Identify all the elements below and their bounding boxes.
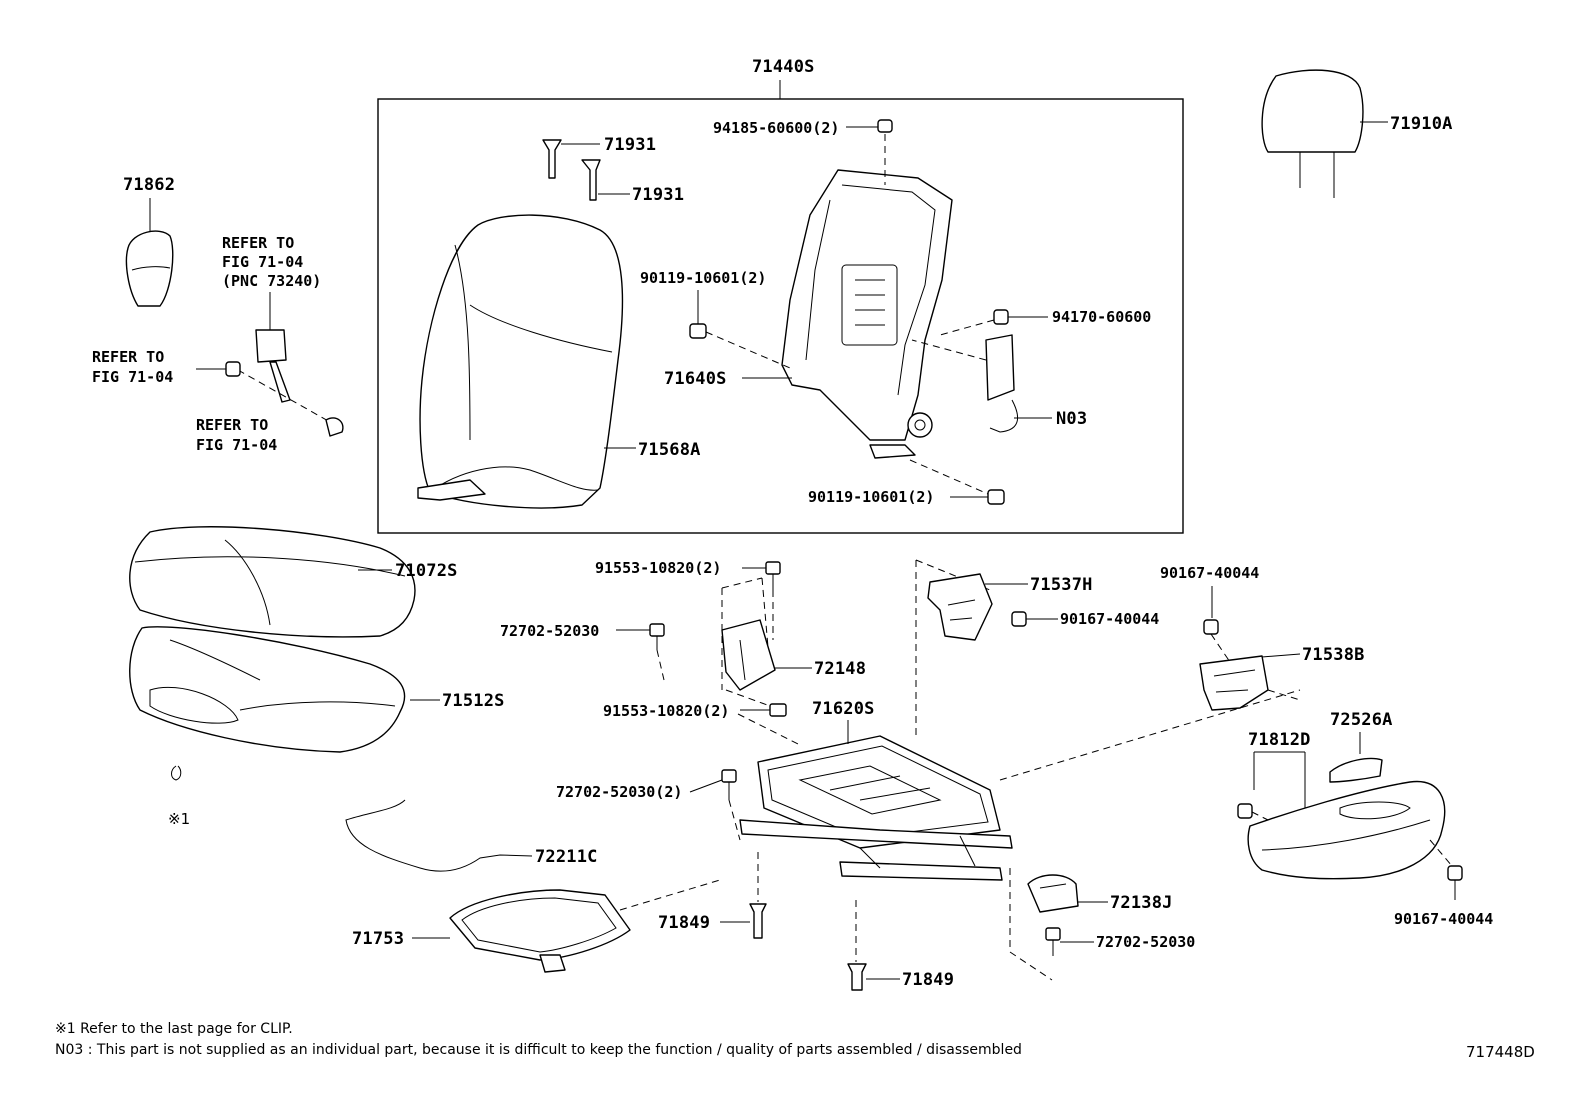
- label-71931-lower: 71931: [632, 185, 684, 205]
- cushion-pad-71512S: [129, 626, 440, 753]
- label-94185-60600: 94185-60600(2): [713, 119, 839, 137]
- label-91553-10820-lower: 91553-10820(2): [603, 702, 729, 720]
- label-71849-a: 71849: [658, 913, 710, 933]
- label-71753: 71753: [352, 929, 404, 949]
- clip-mark-label: ※1: [168, 810, 190, 828]
- bolt-72702-52030-c: [1045, 927, 1094, 956]
- knob-72526A: [1329, 732, 1383, 783]
- bracket-71537H: [915, 559, 1028, 641]
- seatback-frame-71640S: [742, 169, 953, 459]
- lower-refer-line2: FIG 71-04: [196, 436, 277, 454]
- pin-71849-b: [847, 900, 900, 991]
- seat-belt-buckle: [237, 292, 344, 437]
- label-90119-10601-lower: 90119-10601(2): [808, 488, 934, 506]
- bolt-90119-10601-upper: [689, 290, 791, 369]
- label-90167-40044-a: 90167-40044: [1060, 610, 1159, 628]
- label-71440S: 71440S: [752, 57, 815, 77]
- bolt-72702-52030-b: [689, 769, 741, 841]
- bracket-72148: [721, 577, 812, 691]
- label-72702-52030-b: 72702-52030(2): [556, 783, 682, 801]
- label-71620S: 71620S: [812, 699, 875, 719]
- left-refer-line2: FIG 71-04: [92, 368, 173, 386]
- refer-nut-left: [196, 361, 241, 377]
- seat-track-71620S: [737, 560, 1301, 881]
- label-71640S: 71640S: [664, 369, 727, 389]
- label-90167-40044-b: 90167-40044: [1160, 564, 1259, 582]
- tray-71753: [412, 879, 721, 973]
- label-72148: 72148: [814, 659, 866, 679]
- label-72526A: 72526A: [1330, 710, 1393, 730]
- label-72138J: 72138J: [1110, 893, 1173, 913]
- label-72702-52030-a: 72702-52030: [500, 622, 599, 640]
- label-72211C: 72211C: [535, 847, 598, 867]
- label-N03: N03: [1056, 409, 1087, 429]
- nut-94185-60600: [846, 119, 893, 185]
- cushion-cover-71072S: [129, 526, 416, 638]
- label-71931-upper: 71931: [604, 135, 656, 155]
- label-71537H: 71537H: [1030, 575, 1093, 595]
- nut-94170-60600: [939, 309, 1048, 336]
- seatback-cover-71568A: [417, 214, 636, 509]
- label-72702-52030-c: 72702-52030: [1096, 933, 1195, 951]
- bolt-91553-10820-upper: [742, 561, 781, 640]
- clip-71931-lower: [581, 159, 630, 201]
- wire-72211C: [345, 799, 533, 872]
- headrest-71910A: [1261, 69, 1388, 198]
- side-cover-71812D: [1237, 751, 1446, 880]
- lower-refer-line1: REFER TO: [196, 416, 268, 434]
- footnote-clip: ※1 Refer to the last page for CLIP.: [55, 1021, 293, 1037]
- label-71538B: 71538B: [1302, 645, 1365, 665]
- label-71512S: 71512S: [442, 691, 505, 711]
- label-90167-40044-c: 90167-40044: [1394, 910, 1493, 928]
- bolt-72702-52030-a: [616, 623, 665, 681]
- label-71568A: 71568A: [638, 440, 701, 460]
- label-71812D: 71812D: [1248, 730, 1311, 750]
- clip-marker: [171, 765, 182, 781]
- label-91553-10820-upper: 91553-10820(2): [595, 559, 721, 577]
- label-90119-10601-upper: 90119-10601(2): [640, 269, 766, 287]
- pin-71849-a: [720, 852, 767, 939]
- clip-71931-upper: [542, 139, 600, 179]
- bolt-91553-10820-lower: [725, 689, 787, 717]
- left-refer-line1: REFER TO: [92, 348, 164, 366]
- label-94170-60600: 94170-60600: [1052, 308, 1151, 326]
- label-71072S: 71072S: [395, 561, 458, 581]
- belt-refer-line2: FIG 71-04: [222, 253, 303, 271]
- bolt-90167-40044-c: [1429, 839, 1463, 900]
- cover-71862: [125, 198, 174, 307]
- bolt-90167-40044-b: [1203, 586, 1231, 663]
- bolt-90119-10601-lower: [909, 459, 1005, 505]
- belt-refer-line1: REFER TO: [222, 234, 294, 252]
- label-71849-b: 71849: [902, 970, 954, 990]
- label-71862: 71862: [123, 175, 175, 195]
- bracket-71538B: [1199, 653, 1301, 711]
- side-airbag-N03: [911, 334, 1052, 433]
- figure-code: 717448D: [1466, 1043, 1535, 1061]
- bolt-90167-40044-a: [1011, 611, 1058, 627]
- cover-72138J: [1009, 868, 1108, 981]
- footnote-n03: N03 : This part is not supplied as an in…: [55, 1042, 1022, 1058]
- belt-refer-line3: (PNC 73240): [222, 272, 321, 290]
- label-71910A: 71910A: [1390, 114, 1453, 134]
